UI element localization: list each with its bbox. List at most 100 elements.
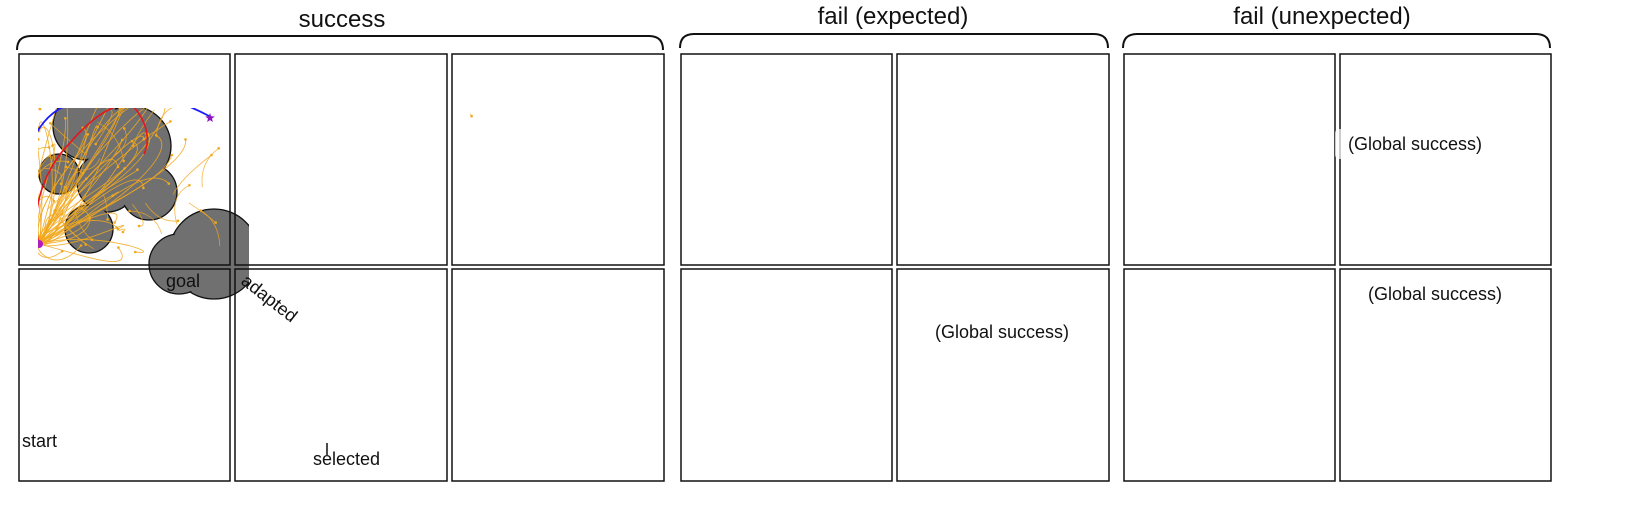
tree-node: [1266, 75, 1269, 78]
tree-branch: [701, 431, 877, 459]
tree-branch: [1144, 309, 1232, 459]
tree-node: [858, 86, 861, 89]
tree-branch: [1360, 384, 1420, 460]
tree-branch: [1360, 175, 1503, 244]
tree-node: [783, 214, 786, 217]
panel-content: [1111, 271, 1334, 484]
tree-node: [52, 199, 56, 203]
tree-node: [159, 89, 162, 92]
tree-branch: [1360, 228, 1498, 245]
tree-node: [1414, 348, 1417, 351]
tree-branch: [701, 128, 874, 244]
tree-node: [643, 281, 646, 284]
tree-branch: [489, 328, 515, 336]
tree-node: [825, 148, 828, 151]
tree-node: [1448, 227, 1451, 230]
tree-node: [564, 110, 567, 113]
tree-branch: [701, 117, 842, 244]
tree-node: [356, 95, 359, 98]
tree-branch: [740, 294, 779, 309]
tree-node: [718, 389, 721, 392]
tree-node: [1162, 186, 1165, 189]
tree-node: [1144, 175, 1147, 178]
obstacle: [861, 159, 891, 189]
tree-node: [1519, 147, 1522, 150]
tree-branch: [255, 198, 381, 244]
tree-branch: [255, 350, 361, 461]
tree-node: [381, 353, 384, 356]
tree-branch: [472, 436, 524, 459]
tree-node: [994, 363, 997, 366]
tree-branch: [1144, 146, 1201, 244]
tree-node: [287, 126, 290, 129]
tree-node: [20, 356, 23, 359]
tree-node: [1184, 199, 1187, 202]
tree-node: [649, 356, 652, 359]
tree-node: [1089, 292, 1092, 295]
tree-node: [1511, 93, 1514, 96]
tree-branch: [1141, 349, 1174, 459]
start-marker: [35, 455, 43, 463]
tree-branch: [472, 205, 509, 244]
tree-node: [339, 138, 342, 141]
tree-branch: [472, 459, 499, 480]
tree-node: [809, 408, 812, 411]
tree-node: [505, 173, 508, 176]
tree-node: [398, 368, 401, 371]
tree-branch: [38, 179, 144, 245]
tree-node: [1496, 215, 1499, 218]
tree-node: [927, 164, 930, 167]
tree-node: [362, 233, 365, 236]
tree-branch: [472, 340, 611, 459]
tree-node: [86, 288, 89, 291]
tree-node: [1518, 347, 1521, 350]
tree-node: [1490, 207, 1493, 210]
tree-branch: [1453, 115, 1464, 130]
tree-node: [952, 141, 955, 144]
tree-node: [1214, 100, 1217, 103]
panel-13: [1111, 268, 1336, 484]
tree-branch: [38, 143, 56, 245]
panel-border: [680, 268, 893, 482]
tree-branch: [917, 223, 1062, 244]
tree-node: [417, 304, 420, 307]
tree-branch: [39, 452, 53, 460]
tree-node: [48, 154, 52, 158]
tree-branch: [456, 417, 472, 456]
tree-node: [973, 70, 976, 73]
tree-node: [1060, 67, 1063, 70]
annotation-selected: selected: [313, 449, 380, 469]
tree-node: [1175, 413, 1178, 416]
tree-node: [209, 459, 212, 462]
tree-branch: [353, 199, 384, 215]
tree-branch: [1360, 306, 1530, 459]
obstacle-fill: [832, 285, 880, 333]
tree-node: [1409, 225, 1412, 228]
panel-content: [1119, 54, 1349, 284]
tree-branch: [255, 75, 435, 244]
tree-node: [392, 291, 395, 294]
tree-node: [267, 95, 270, 98]
tree-branch: [1360, 208, 1491, 246]
tree-branch: [472, 160, 526, 245]
tree-node: [110, 59, 113, 62]
tree-branch: [917, 70, 1055, 244]
tree-node: [885, 172, 888, 175]
tree-node: [655, 369, 658, 372]
tree-node: [991, 103, 994, 106]
tree-branch: [829, 185, 840, 208]
tree-node: [478, 72, 481, 75]
tree-node: [1358, 438, 1361, 441]
tree-node: [530, 160, 533, 163]
tree-node: [595, 427, 598, 430]
tree-node: [1350, 462, 1353, 465]
tree-branch: [1272, 191, 1300, 228]
tree-node: [1196, 222, 1199, 225]
tree-branch: [1130, 112, 1168, 128]
tree-node: [1221, 176, 1224, 179]
tree-node: [786, 162, 789, 165]
tree-node: [1316, 409, 1319, 412]
tree-node: [1432, 209, 1435, 212]
tree-node: [1497, 196, 1500, 199]
tree-node: [922, 60, 925, 63]
